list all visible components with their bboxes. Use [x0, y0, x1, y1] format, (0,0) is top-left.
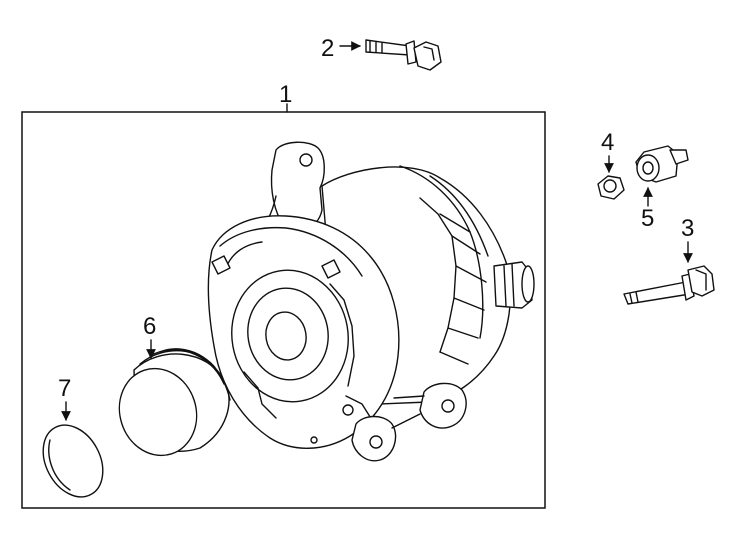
- callout-4[interactable]: 4: [601, 129, 614, 156]
- pulley-6: [118, 348, 231, 457]
- callout-3[interactable]: 3: [681, 215, 694, 242]
- nut-4: [597, 175, 625, 200]
- callout-7[interactable]: 7: [58, 375, 71, 402]
- callout-5[interactable]: 5: [641, 205, 654, 232]
- assembly-frame: [21, 111, 546, 509]
- alternator-1: [207, 141, 535, 462]
- callout-1[interactable]: 1: [279, 81, 292, 108]
- bolt-2: [365, 39, 442, 71]
- callout-6[interactable]: 6: [143, 313, 156, 340]
- cap-7: [42, 424, 104, 498]
- terminal-insulator-5: [635, 145, 689, 183]
- callout-2[interactable]: 2: [321, 35, 334, 62]
- bolt-3: [623, 265, 715, 305]
